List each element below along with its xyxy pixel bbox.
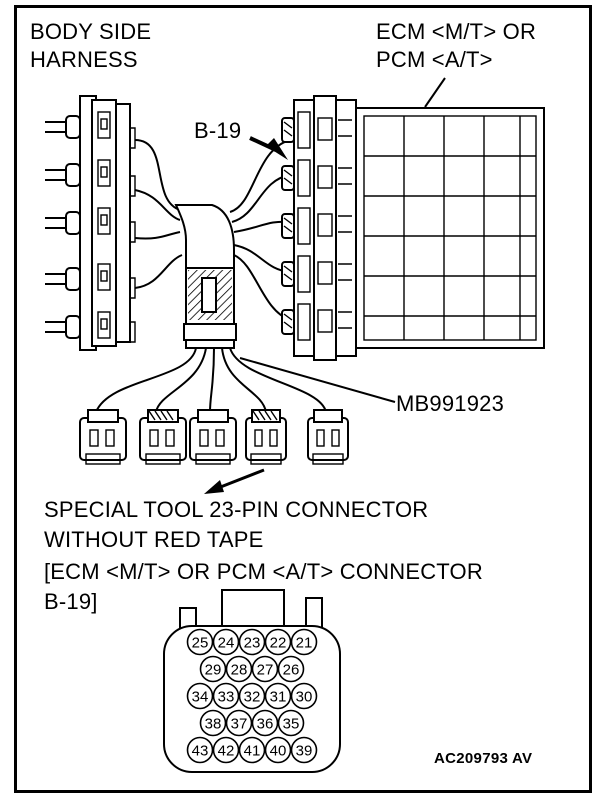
pin-number: 41 (244, 743, 261, 760)
pin-circle (290, 682, 318, 710)
b19-arrow (249, 136, 288, 160)
pin-circle (238, 682, 266, 710)
pin-circle (264, 628, 292, 656)
figure-code: AC209793 AV (434, 750, 533, 767)
pin-number: 37 (231, 716, 248, 733)
pin-circle (290, 736, 318, 764)
body-side-harness-label-line1: BODY SIDE (30, 19, 152, 44)
mb991923-leader (239, 357, 396, 403)
pin-circle (225, 709, 253, 737)
pin-number: 27 (257, 662, 274, 679)
special-tool-label-line1: SPECIAL TOOL 23-PIN CONNECTOR (44, 497, 429, 522)
pin-circle (225, 655, 253, 683)
pin-number: 30 (296, 689, 313, 706)
branch-connectors (79, 409, 349, 465)
mb991923-label: MB991923 (396, 391, 505, 416)
pin-number: 24 (218, 635, 235, 652)
connector-ref-label-line1: [ECM <M/T> OR PCM <A/T> CONNECTOR (44, 559, 483, 584)
pin-number: 33 (218, 689, 235, 706)
ecm-label-line1: ECM <M/T> OR (376, 19, 537, 44)
pin-number: 39 (296, 743, 313, 760)
special-tool-arrow (204, 468, 265, 494)
pin-number: 28 (231, 662, 248, 679)
pin-circle (212, 628, 240, 656)
pin-circle (290, 628, 318, 656)
pin-circle (238, 736, 266, 764)
ecm-label-line2: PCM <A/T> (376, 47, 493, 72)
pin-circle (212, 736, 240, 764)
pin-circle (199, 709, 227, 737)
pin-number: 26 (283, 662, 300, 679)
pin-circle (251, 655, 279, 683)
pin-circle (199, 655, 227, 683)
pin-number: 34 (192, 689, 209, 706)
tool-hub (174, 204, 237, 349)
pin-number: 23 (244, 635, 261, 652)
connector-ref-label-line2: B-19] (44, 589, 98, 614)
pin-number: 31 (270, 689, 287, 706)
body-side-connector (45, 95, 136, 351)
pin-circle (238, 628, 266, 656)
pin-circle (212, 682, 240, 710)
ecm-connector (281, 77, 545, 361)
pin-number: 42 (218, 743, 235, 760)
left-cables (134, 139, 183, 289)
pin-circle (186, 736, 214, 764)
special-tool-label-line2: WITHOUT RED TAPE (44, 527, 264, 552)
pin-number: 43 (192, 743, 209, 760)
pin-circle (277, 709, 305, 737)
pin-circle (264, 682, 292, 710)
branch-cables (95, 347, 327, 413)
pin-number: 25 (192, 635, 209, 652)
pin-number: 32 (244, 689, 261, 706)
pin-circle (251, 709, 279, 737)
pin-number: 35 (283, 716, 300, 733)
pin-layout: 25 24 23 22 21 29 28 27 26 34 33 32 31 30 38 37 36 35 43 42… (186, 628, 318, 764)
pin-circle (277, 655, 305, 683)
pin-number: 40 (270, 743, 287, 760)
pin-circle (186, 682, 214, 710)
pin-number: 21 (296, 635, 313, 652)
pin-circle (264, 736, 292, 764)
body-side-harness-label-line2: HARNESS (30, 47, 138, 72)
figure-frame (14, 5, 592, 793)
pin-number: 38 (205, 716, 222, 733)
b19-label: B-19 (194, 118, 242, 143)
pin-number: 36 (257, 716, 274, 733)
pin-circle (186, 628, 214, 656)
pin-number: 22 (270, 635, 287, 652)
pin-number: 29 (205, 662, 222, 679)
